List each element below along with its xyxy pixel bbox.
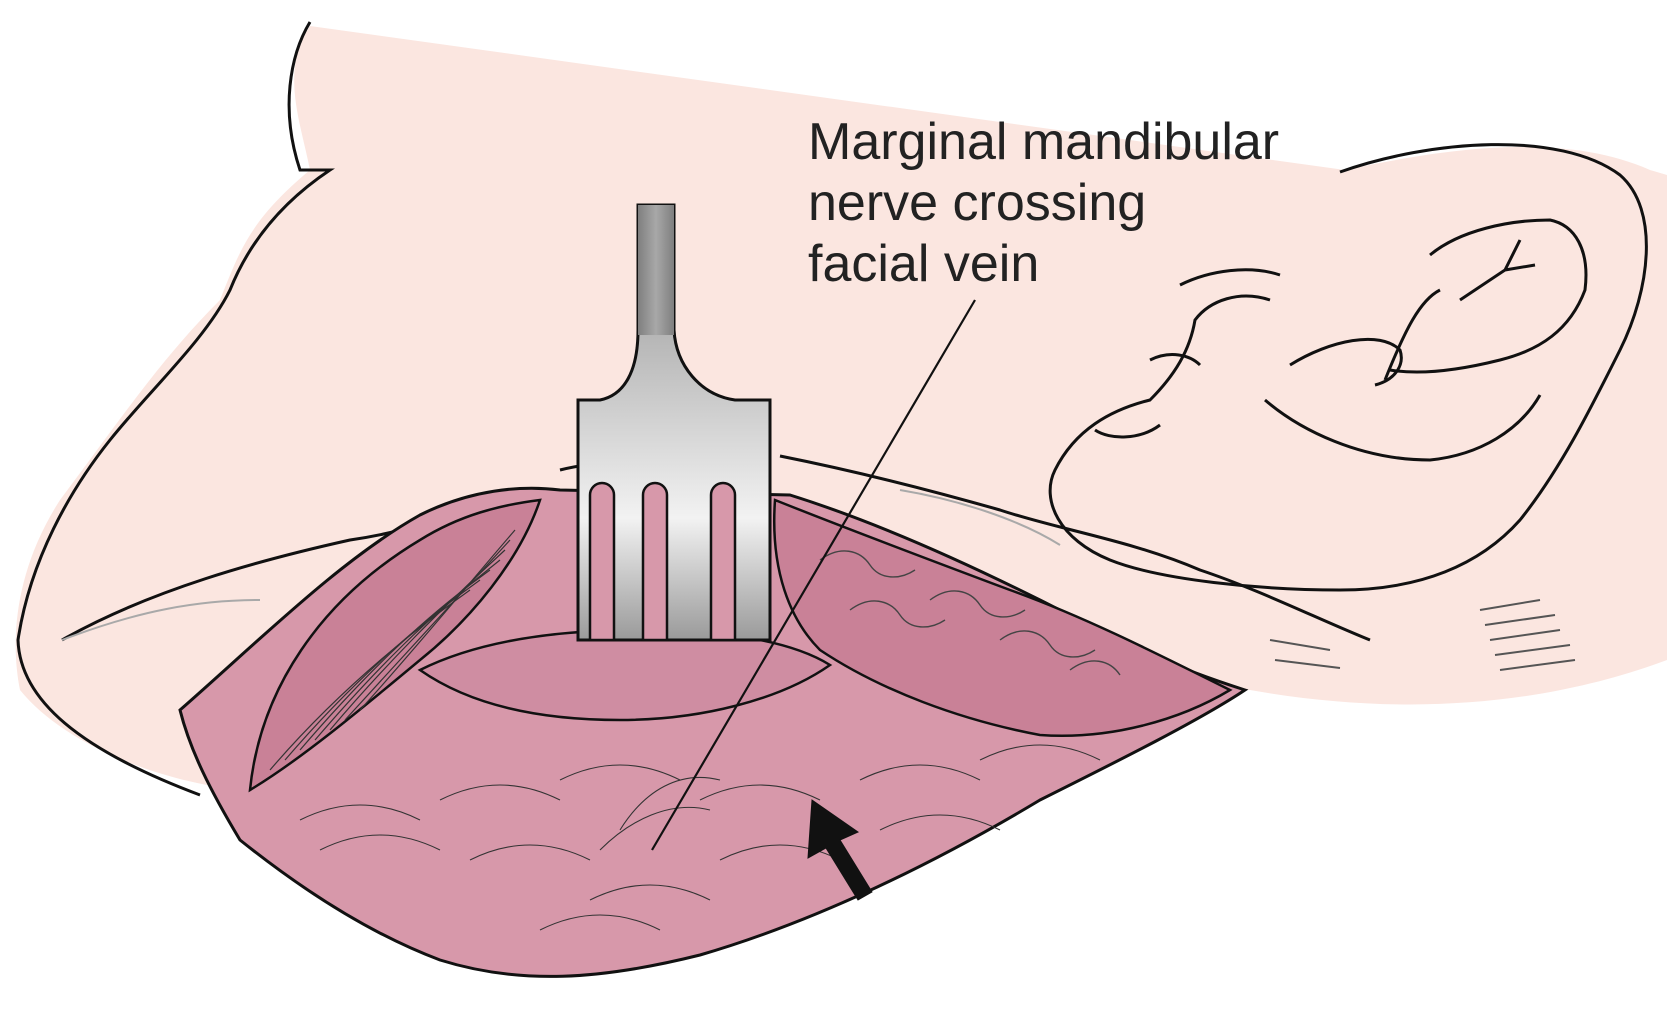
retractor-icon — [576, 203, 772, 642]
hair-strokes — [1269, 599, 1576, 671]
face-outline — [16, 21, 335, 797]
callout-line-1: Marginal mandibular — [808, 113, 1280, 171]
muscle-mass-right — [773, 498, 1233, 737]
fascia-texture — [299, 744, 1101, 931]
muscle-texture-right — [819, 550, 1121, 676]
ear-icon — [1048, 143, 1648, 592]
retractor-slots — [588, 481, 737, 642]
callout-label: Marginal mandibular nerve crossing facia… — [808, 112, 1368, 295]
gland-bulge — [417, 628, 833, 722]
muscle-fibers-left — [269, 529, 516, 771]
callout-line-3: facial vein — [808, 235, 1040, 293]
callout-line-2: nerve crossing — [808, 174, 1147, 232]
arrow-icon — [807, 799, 873, 901]
leader-line — [651, 299, 976, 851]
